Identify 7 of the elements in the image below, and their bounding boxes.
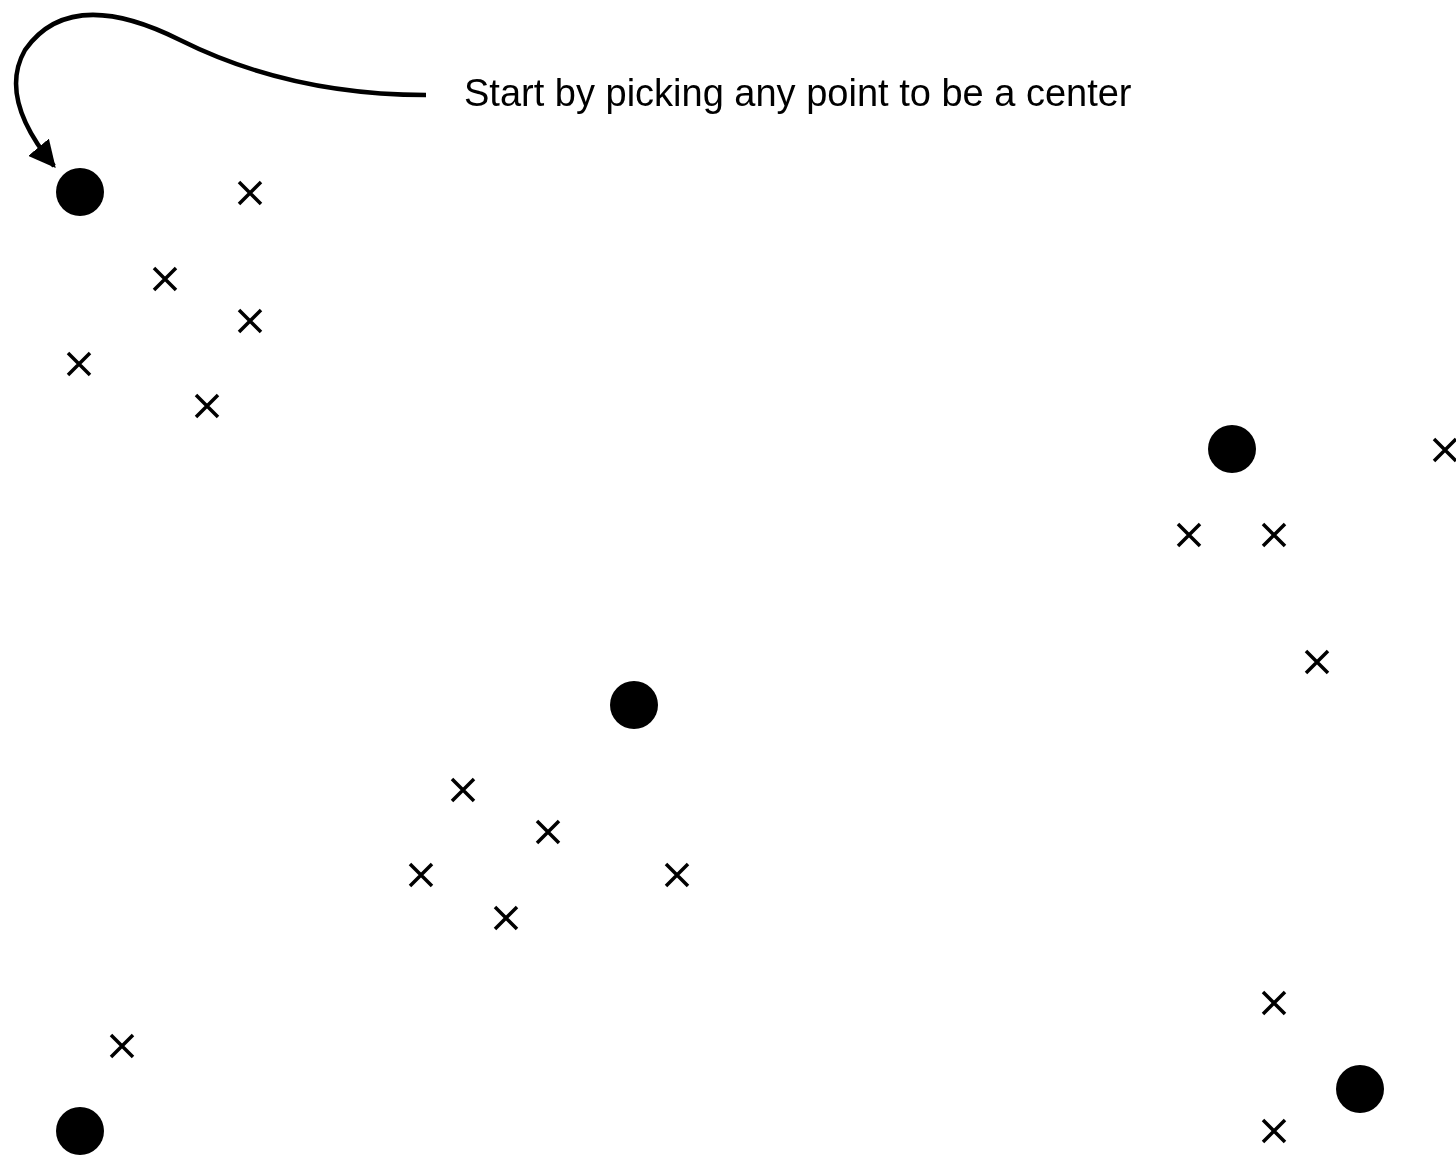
center-point [56,1107,104,1155]
center-point [1336,1065,1384,1113]
center-point [1208,425,1256,473]
center-point [610,681,658,729]
leader-arrow [13,12,427,169]
center-point [56,168,104,216]
callout-text: Start by picking any point to be a center [464,71,1132,117]
